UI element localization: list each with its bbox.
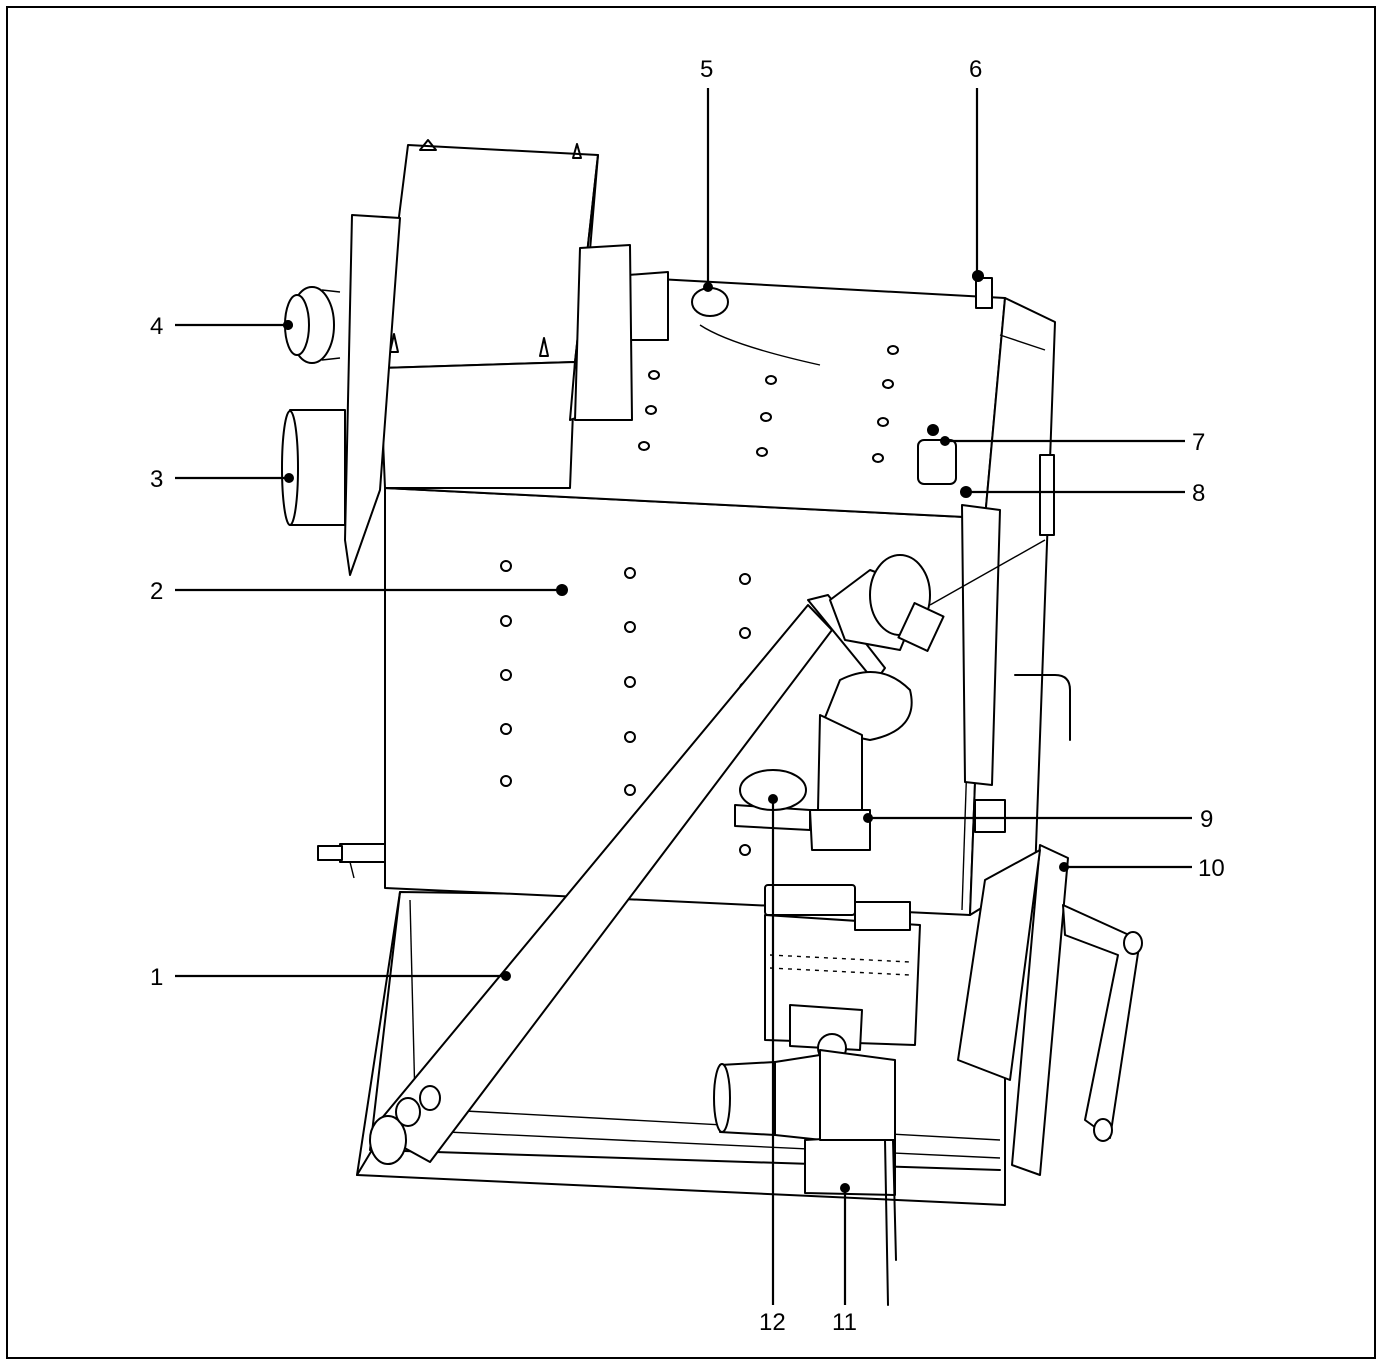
front-bolt-holes	[500, 560, 751, 856]
limit-switch	[974, 799, 1006, 833]
burner-unit	[713, 884, 921, 1306]
leader-dot-6	[972, 271, 982, 281]
callout-label-4: 4	[150, 313, 163, 340]
callout-label-8: 8	[1192, 480, 1205, 507]
callout-labels: 1 2 3 4 5 6 7 8 9 10 11 12	[150, 56, 1225, 1336]
leader-dot-5	[703, 282, 713, 292]
air-vent	[917, 424, 957, 485]
cleaning-handle	[957, 844, 1143, 1176]
top-bolt-holes	[638, 345, 899, 463]
leader-dot-4	[283, 320, 293, 330]
feed-auger	[369, 539, 1046, 1165]
callout-label-1: 1	[150, 964, 163, 991]
callout-label-6: 6	[969, 56, 982, 83]
callout-leaders	[175, 88, 1192, 1305]
hopper-box	[379, 139, 599, 489]
leader-dot-11	[840, 1183, 850, 1193]
leader-dot-8	[961, 487, 971, 497]
leader-dot-1	[501, 971, 511, 981]
callout-label-7: 7	[1192, 429, 1205, 456]
leader-dot-3	[284, 473, 294, 483]
callout-label-5: 5	[700, 56, 713, 83]
callout-label-12: 12	[759, 1309, 786, 1336]
leader-dot-10	[1059, 862, 1069, 872]
leader-dot-9	[863, 813, 873, 823]
callout-label-11: 11	[832, 1309, 857, 1336]
callout-label-2: 2	[150, 578, 163, 605]
drain-valve	[317, 843, 386, 879]
leader-dot-7	[940, 436, 950, 446]
leader-dot-2	[556, 584, 568, 596]
callout-label-10: 10	[1198, 855, 1225, 882]
sensor-top	[574, 244, 821, 421]
callout-label-3: 3	[150, 466, 163, 493]
left-fan-assembly	[281, 214, 401, 576]
leader-dot-12	[768, 794, 778, 804]
callout-label-9: 9	[1200, 806, 1213, 833]
